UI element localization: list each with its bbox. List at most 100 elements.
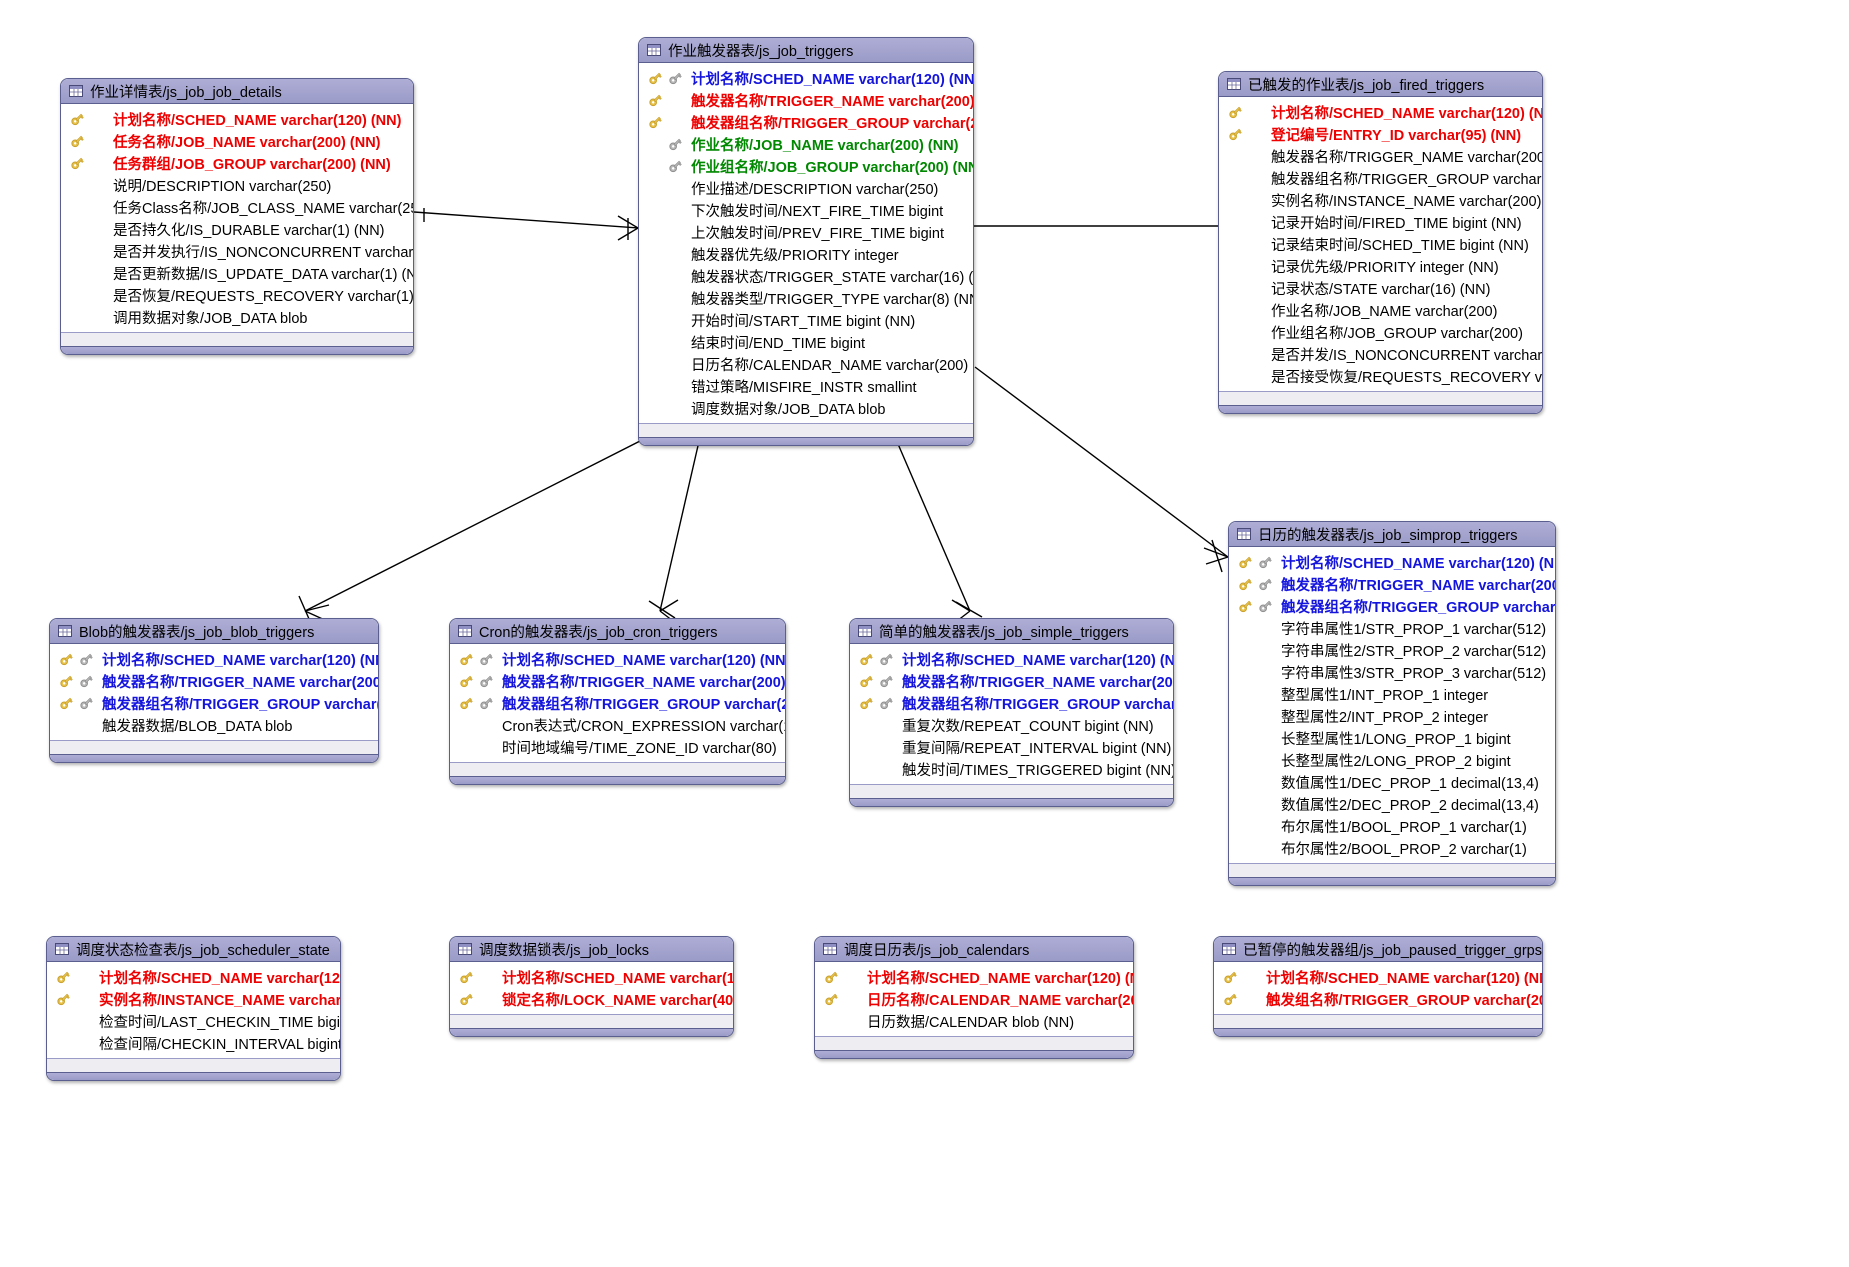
- entity-locks[interactable]: 调度数据锁表/js_job_locks 计划名称/SCHED_NAME varch…: [449, 936, 734, 1037]
- entity-header-job_details[interactable]: 作业详情表/js_job_job_details: [61, 79, 413, 104]
- attribute-row[interactable]: 字符串属性1/STR_PROP_1 varchar(512): [1229, 617, 1555, 639]
- attribute-row[interactable]: 日历名称/CALENDAR_NAME varchar(200) (NN): [815, 988, 1133, 1010]
- attribute-row[interactable]: 字符串属性2/STR_PROP_2 varchar(512): [1229, 639, 1555, 661]
- attribute-row[interactable]: 下次触发时间/NEXT_FIRE_TIME bigint: [639, 199, 973, 221]
- entity-simple_triggers[interactable]: 简单的触发器表/js_job_simple_triggers 计划名称/SCHED…: [849, 618, 1174, 807]
- attribute-row[interactable]: 数值属性2/DEC_PROP_2 decimal(13,4): [1229, 793, 1555, 815]
- attribute-row[interactable]: 布尔属性1/BOOL_PROP_1 varchar(1): [1229, 815, 1555, 837]
- attribute-row[interactable]: 计划名称/SCHED_NAME varchar(120) (NN): [639, 67, 973, 89]
- attribute-row[interactable]: 触发器组名称/TRIGGER_GROUP varchar(200) (NN): [850, 692, 1173, 714]
- attribute-row[interactable]: 作业名称/JOB_NAME varchar(200): [1219, 299, 1542, 321]
- attribute-row[interactable]: 作业组名称/JOB_GROUP varchar(200): [1219, 321, 1542, 343]
- attribute-row[interactable]: 作业组名称/JOB_GROUP varchar(200) (NN): [639, 155, 973, 177]
- attribute-row[interactable]: 调度数据对象/JOB_DATA blob: [639, 397, 973, 419]
- attribute-row[interactable]: 实例名称/INSTANCE_NAME varchar(200) (NN): [1219, 189, 1542, 211]
- attribute-row[interactable]: 计划名称/SCHED_NAME varchar(120) (NN): [47, 966, 340, 988]
- entity-header-triggers[interactable]: 作业触发器表/js_job_triggers: [639, 38, 973, 63]
- attribute-row[interactable]: 时间地域编号/TIME_ZONE_ID varchar(80): [450, 736, 785, 758]
- attribute-row[interactable]: 是否并发执行/IS_NONCONCURRENT varchar(1) (NN): [61, 240, 413, 262]
- entity-header-paused_trigger_grps[interactable]: 已暂停的触发器组/js_job_paused_trigger_grps: [1214, 937, 1542, 962]
- attribute-row[interactable]: 计划名称/SCHED_NAME varchar(120) (NN): [450, 966, 733, 988]
- attribute-row[interactable]: 实例名称/INSTANCE_NAME varchar(200) (NN): [47, 988, 340, 1010]
- attribute-row[interactable]: 触发器组名称/TRIGGER_GROUP varchar(200) (NN): [1229, 595, 1555, 617]
- attribute-row[interactable]: 触发器类型/TRIGGER_TYPE varchar(8) (NN): [639, 287, 973, 309]
- entity-job_details[interactable]: 作业详情表/js_job_job_details 计划名称/SCHED_NAME …: [60, 78, 414, 355]
- attribute-row[interactable]: 开始时间/START_TIME bigint (NN): [639, 309, 973, 331]
- attribute-row[interactable]: 任务群组/JOB_GROUP varchar(200) (NN): [61, 152, 413, 174]
- entity-fired_triggers[interactable]: 已触发的作业表/js_job_fired_triggers 计划名称/SCHED_…: [1218, 71, 1543, 414]
- entity-header-blob_triggers[interactable]: Blob的触发器表/js_job_blob_triggers: [50, 619, 378, 644]
- attribute-row[interactable]: 计划名称/SCHED_NAME varchar(120) (NN): [1219, 101, 1542, 123]
- entity-header-calendars[interactable]: 调度日历表/js_job_calendars: [815, 937, 1133, 962]
- attribute-row[interactable]: 重复次数/REPEAT_COUNT bigint (NN): [850, 714, 1173, 736]
- attribute-row[interactable]: 作业描述/DESCRIPTION varchar(250): [639, 177, 973, 199]
- attribute-row[interactable]: 重复间隔/REPEAT_INTERVAL bigint (NN): [850, 736, 1173, 758]
- attribute-row[interactable]: 长整型属性1/LONG_PROP_1 bigint: [1229, 727, 1555, 749]
- attribute-row[interactable]: 结束时间/END_TIME bigint: [639, 331, 973, 353]
- attribute-row[interactable]: 触发器名称/TRIGGER_NAME varchar(200) (NN): [639, 89, 973, 111]
- attribute-row[interactable]: 触发时间/TIMES_TRIGGERED bigint (NN): [850, 758, 1173, 780]
- attribute-row[interactable]: 登记编号/ENTRY_ID varchar(95) (NN): [1219, 123, 1542, 145]
- attribute-row[interactable]: 触发器名称/TRIGGER_NAME varchar(200) (NN): [50, 670, 378, 692]
- attribute-row[interactable]: 触发器优先级/PRIORITY integer: [639, 243, 973, 265]
- attribute-row[interactable]: 是否并发/IS_NONCONCURRENT varchar(1): [1219, 343, 1542, 365]
- attribute-row[interactable]: 触发器数据/BLOB_DATA blob: [50, 714, 378, 736]
- attribute-row[interactable]: 上次触发时间/PREV_FIRE_TIME bigint: [639, 221, 973, 243]
- entity-header-cron_triggers[interactable]: Cron的触发器表/js_job_cron_triggers: [450, 619, 785, 644]
- attribute-row[interactable]: 是否接受恢复/REQUESTS_RECOVERY varchar(1): [1219, 365, 1542, 387]
- entity-header-locks[interactable]: 调度数据锁表/js_job_locks: [450, 937, 733, 962]
- attribute-row[interactable]: 是否持久化/IS_DURABLE varchar(1) (NN): [61, 218, 413, 240]
- attribute-row[interactable]: 长整型属性2/LONG_PROP_2 bigint: [1229, 749, 1555, 771]
- attribute-row[interactable]: 触发器名称/TRIGGER_NAME varchar(200) (NN): [850, 670, 1173, 692]
- attribute-row[interactable]: 日历名称/CALENDAR_NAME varchar(200): [639, 353, 973, 375]
- attribute-row[interactable]: 触发器名称/TRIGGER_NAME varchar(200) (NN): [1229, 573, 1555, 595]
- entity-calendars[interactable]: 调度日历表/js_job_calendars 计划名称/SCHED_NAME va…: [814, 936, 1134, 1059]
- attribute-row[interactable]: 触发器名称/TRIGGER_NAME varchar(200) (NN): [450, 670, 785, 692]
- attribute-row[interactable]: 数值属性1/DEC_PROP_1 decimal(13,4): [1229, 771, 1555, 793]
- attribute-row[interactable]: 触发器组名称/TRIGGER_GROUP varchar(200) (NN): [450, 692, 785, 714]
- attribute-row[interactable]: 字符串属性3/STR_PROP_3 varchar(512): [1229, 661, 1555, 683]
- attribute-row[interactable]: 触发器组名称/TRIGGER_GROUP varchar(200) (NN): [50, 692, 378, 714]
- attribute-row[interactable]: 触发器状态/TRIGGER_STATE varchar(16) (NN): [639, 265, 973, 287]
- entity-simprop_triggers[interactable]: 日历的触发器表/js_job_simprop_triggers 计划名称/SCHE…: [1228, 521, 1556, 886]
- attribute-row[interactable]: 布尔属性2/BOOL_PROP_2 varchar(1): [1229, 837, 1555, 859]
- attribute-row[interactable]: 触发组名称/TRIGGER_GROUP varchar(200) (NN): [1214, 988, 1542, 1010]
- entity-triggers[interactable]: 作业触发器表/js_job_triggers 计划名称/SCHED_NAME va…: [638, 37, 974, 446]
- attribute-row[interactable]: 错过策略/MISFIRE_INSTR smallint: [639, 375, 973, 397]
- entity-header-simprop_triggers[interactable]: 日历的触发器表/js_job_simprop_triggers: [1229, 522, 1555, 547]
- attribute-row[interactable]: 锁定名称/LOCK_NAME varchar(40) (NN): [450, 988, 733, 1010]
- attribute-row[interactable]: 计划名称/SCHED_NAME varchar(120) (NN): [1214, 966, 1542, 988]
- attribute-row[interactable]: 记录开始时间/FIRED_TIME bigint (NN): [1219, 211, 1542, 233]
- attribute-row[interactable]: 计划名称/SCHED_NAME varchar(120) (NN): [1229, 551, 1555, 573]
- entity-scheduler_state[interactable]: 调度状态检查表/js_job_scheduler_state 计划名称/SCHED…: [46, 936, 341, 1081]
- attribute-row[interactable]: 日历数据/CALENDAR blob (NN): [815, 1010, 1133, 1032]
- entity-paused_trigger_grps[interactable]: 已暂停的触发器组/js_job_paused_trigger_grps 计划名称/…: [1213, 936, 1543, 1037]
- attribute-row[interactable]: 检查间隔/CHECKIN_INTERVAL bigint (NN): [47, 1032, 340, 1054]
- attribute-row[interactable]: 整型属性1/INT_PROP_1 integer: [1229, 683, 1555, 705]
- attribute-row[interactable]: 计划名称/SCHED_NAME varchar(120) (NN): [850, 648, 1173, 670]
- attribute-row[interactable]: 任务Class名称/JOB_CLASS_NAME varchar(250) (N…: [61, 196, 413, 218]
- attribute-row[interactable]: 计划名称/SCHED_NAME varchar(120) (NN): [61, 108, 413, 130]
- attribute-row[interactable]: 计划名称/SCHED_NAME varchar(120) (NN): [450, 648, 785, 670]
- attribute-row[interactable]: 是否更新数据/IS_UPDATE_DATA varchar(1) (NN): [61, 262, 413, 284]
- attribute-row[interactable]: 触发器组名称/TRIGGER_GROUP varchar(200) (NN): [639, 111, 973, 133]
- attribute-row[interactable]: 记录结束时间/SCHED_TIME bigint (NN): [1219, 233, 1542, 255]
- attribute-row[interactable]: 触发器名称/TRIGGER_NAME varchar(200) (NN): [1219, 145, 1542, 167]
- attribute-row[interactable]: 记录优先级/PRIORITY integer (NN): [1219, 255, 1542, 277]
- attribute-row[interactable]: Cron表达式/CRON_EXPRESSION varchar(120) (NN…: [450, 714, 785, 736]
- entity-blob_triggers[interactable]: Blob的触发器表/js_job_blob_triggers 计划名称/SCHED…: [49, 618, 379, 763]
- attribute-row[interactable]: 触发器组名称/TRIGGER_GROUP varchar(200) (NN): [1219, 167, 1542, 189]
- attribute-row[interactable]: 整型属性2/INT_PROP_2 integer: [1229, 705, 1555, 727]
- attribute-row[interactable]: 说明/DESCRIPTION varchar(250): [61, 174, 413, 196]
- attribute-row[interactable]: 计划名称/SCHED_NAME varchar(120) (NN): [815, 966, 1133, 988]
- entity-header-scheduler_state[interactable]: 调度状态检查表/js_job_scheduler_state: [47, 937, 340, 962]
- attribute-row[interactable]: 计划名称/SCHED_NAME varchar(120) (NN): [50, 648, 378, 670]
- entity-header-simple_triggers[interactable]: 简单的触发器表/js_job_simple_triggers: [850, 619, 1173, 644]
- attribute-row[interactable]: 作业名称/JOB_NAME varchar(200) (NN): [639, 133, 973, 155]
- entity-cron_triggers[interactable]: Cron的触发器表/js_job_cron_triggers 计划名称/SCHED…: [449, 618, 786, 785]
- attribute-row[interactable]: 调用数据对象/JOB_DATA blob: [61, 306, 413, 328]
- attribute-row[interactable]: 检查时间/LAST_CHECKIN_TIME bigint (NN): [47, 1010, 340, 1032]
- entity-header-fired_triggers[interactable]: 已触发的作业表/js_job_fired_triggers: [1219, 72, 1542, 97]
- attribute-row[interactable]: 任务名称/JOB_NAME varchar(200) (NN): [61, 130, 413, 152]
- attribute-row[interactable]: 是否恢复/REQUESTS_RECOVERY varchar(1) (NN): [61, 284, 413, 306]
